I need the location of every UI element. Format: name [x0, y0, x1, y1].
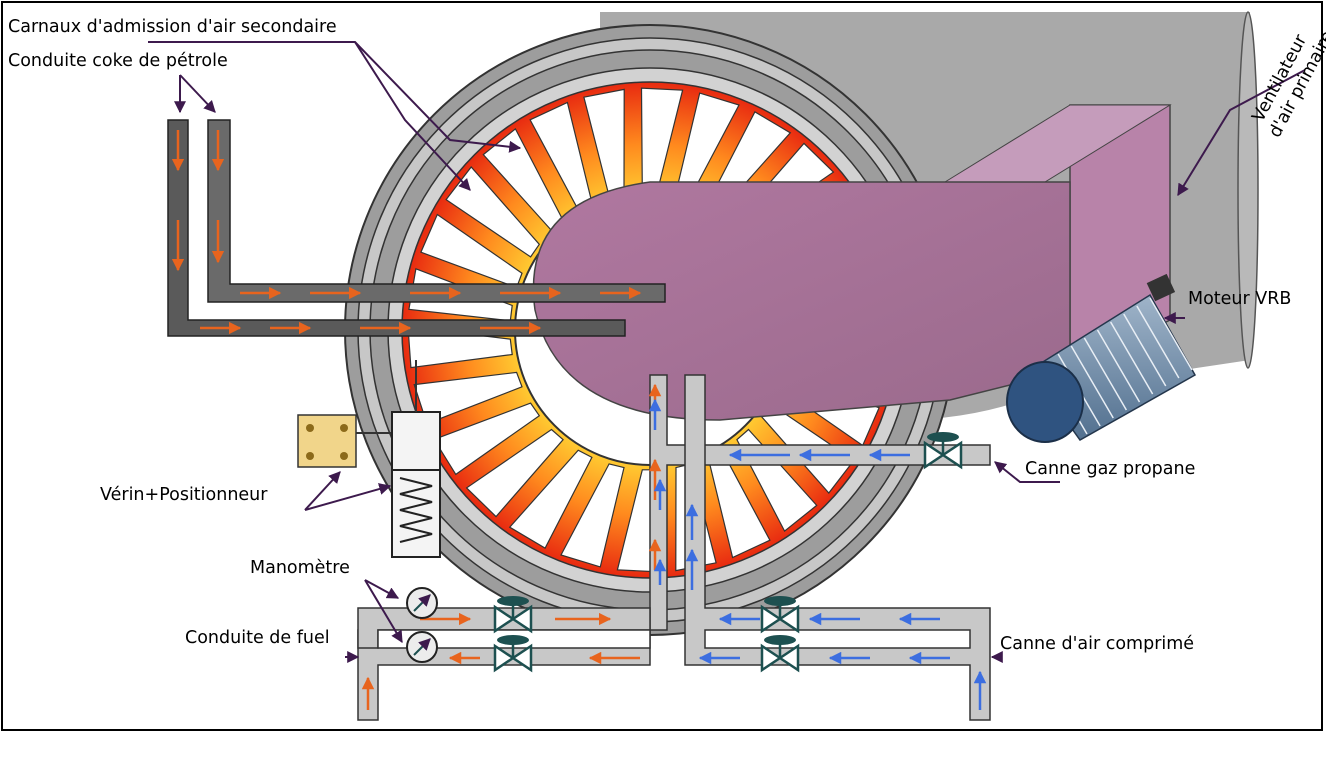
label-gaz: Canne gaz propane [1025, 459, 1195, 479]
label-carnaux: Carnaux d'admission d'air secondaire [8, 17, 337, 37]
label-air: Canne d'air comprimé [1000, 634, 1194, 654]
label-verin: Vérin+Positionneur [100, 485, 268, 505]
label-fuel: Conduite de fuel [185, 628, 330, 648]
label-moteur: Moteur VRB [1188, 289, 1291, 309]
label-manometre: Manomètre [250, 558, 350, 578]
label-coke: Conduite coke de pétrole [8, 51, 228, 71]
